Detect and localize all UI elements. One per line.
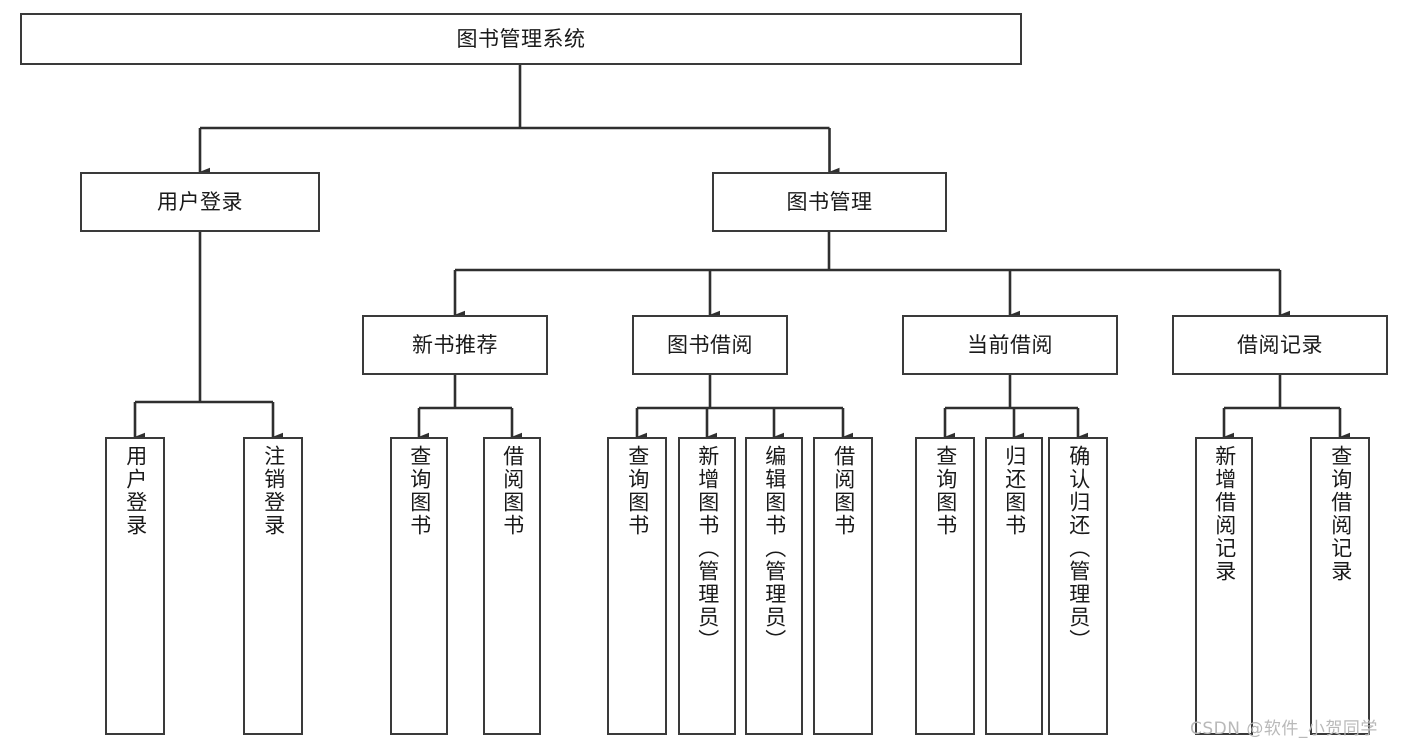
node-label: 新增图书（管理员）	[695, 445, 720, 652]
node-label: 查询图书	[933, 445, 958, 537]
node-label: 用户登录	[157, 189, 243, 214]
connector-lines	[133, 65, 1350, 442]
node-label: 图书借阅	[667, 332, 753, 357]
node-leaf-new-borrow[interactable]: 借阅图书	[483, 437, 541, 735]
node-label: 确认归还（管理员）	[1066, 445, 1091, 652]
node-leaf-bk-edit[interactable]: 编辑图书（管理员）	[745, 437, 803, 735]
node-leaf-bk-add[interactable]: 新增图书（管理员）	[678, 437, 736, 735]
node-label: 借阅图书	[500, 445, 525, 537]
node-records[interactable]: 借阅记录	[1172, 315, 1388, 375]
node-label: 图书管理	[786, 189, 873, 214]
node-login[interactable]: 用户登录	[80, 172, 320, 232]
node-label: 注销登录	[261, 445, 286, 537]
node-bookmgmt[interactable]: 图书管理	[712, 172, 947, 232]
node-leaf-user-logout[interactable]: 注销登录	[243, 437, 303, 735]
node-label: 查询借阅记录	[1328, 445, 1353, 583]
node-label: 图书管理系统	[456, 26, 586, 51]
node-leaf-bk-borrow[interactable]: 借阅图书	[813, 437, 873, 735]
node-label: 查询图书	[407, 445, 432, 537]
node-label: 用户登录	[123, 445, 148, 537]
node-leaf-new-query[interactable]: 查询图书	[390, 437, 448, 735]
node-label: 借阅记录	[1237, 332, 1323, 357]
node-leaf-user-login[interactable]: 用户登录	[105, 437, 165, 735]
node-label: 当前借阅	[967, 332, 1053, 357]
node-leaf-cur-return[interactable]: 归还图书	[985, 437, 1043, 735]
node-label: 新增借阅记录	[1212, 445, 1237, 583]
node-label: 查询图书	[625, 445, 650, 537]
node-label: 借阅图书	[831, 445, 856, 537]
node-leaf-bk-query[interactable]: 查询图书	[607, 437, 667, 735]
node-leaf-rec-add[interactable]: 新增借阅记录	[1195, 437, 1253, 735]
node-leaf-rec-query[interactable]: 查询借阅记录	[1310, 437, 1370, 735]
node-root[interactable]: 图书管理系统	[20, 13, 1022, 65]
node-borrow[interactable]: 图书借阅	[632, 315, 788, 375]
node-leaf-cur-confirm[interactable]: 确认归还（管理员）	[1048, 437, 1108, 735]
node-label: 归还图书	[1002, 445, 1027, 537]
node-label: 编辑图书（管理员）	[762, 445, 787, 652]
node-newbook[interactable]: 新书推荐	[362, 315, 548, 375]
node-leaf-cur-query[interactable]: 查询图书	[915, 437, 975, 735]
node-current[interactable]: 当前借阅	[902, 315, 1118, 375]
node-label: 新书推荐	[412, 332, 498, 357]
csdn-watermark: CSDN @软件_小贺同学	[1190, 719, 1378, 739]
